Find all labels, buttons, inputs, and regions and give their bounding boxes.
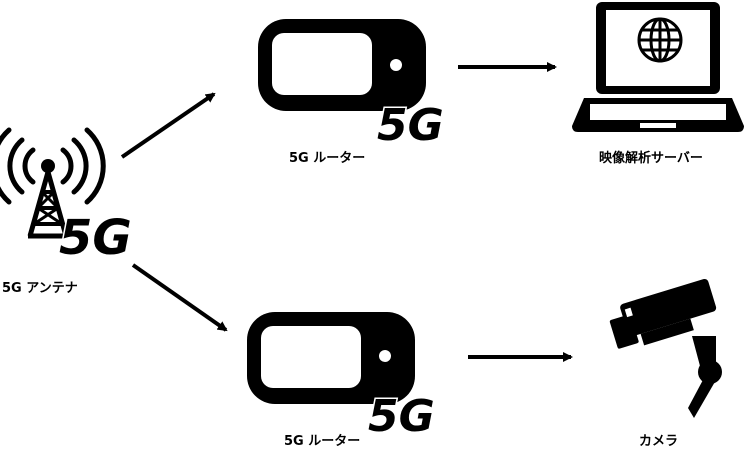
router-top-label: 5G ルーター xyxy=(289,151,365,166)
router-top-node: 5G 5G ルーター xyxy=(258,19,445,166)
antenna-label: 5G アンテナ xyxy=(2,281,78,296)
server-label: 映像解析サーバー xyxy=(599,150,703,166)
camera-node: カメラ xyxy=(609,278,722,449)
arrow-antenna-to-router-top xyxy=(120,92,216,159)
mobile-router-icon xyxy=(258,19,426,111)
security-camera-icon xyxy=(609,278,722,418)
camera-label: カメラ xyxy=(639,434,678,449)
cell-tower-icon xyxy=(0,127,106,239)
antenna-5g-badge: 5G xyxy=(59,210,132,266)
server-node: 映像解析サーバー xyxy=(572,2,744,166)
laptop-globe-icon xyxy=(572,2,744,132)
router-top-5g-badge: 5G xyxy=(377,100,444,151)
router-bottom-node: 5G 5G ルーター xyxy=(247,312,436,449)
router-bottom-5g-badge: 5G xyxy=(368,391,435,442)
mobile-router-icon xyxy=(247,312,415,404)
edges xyxy=(120,62,573,362)
router-bottom-label: 5G ルーター xyxy=(284,434,360,449)
antenna-node: 5G 5G アンテナ xyxy=(0,127,133,296)
globe-icon xyxy=(637,17,683,63)
arrow-antenna-to-router-bottom xyxy=(131,263,228,332)
